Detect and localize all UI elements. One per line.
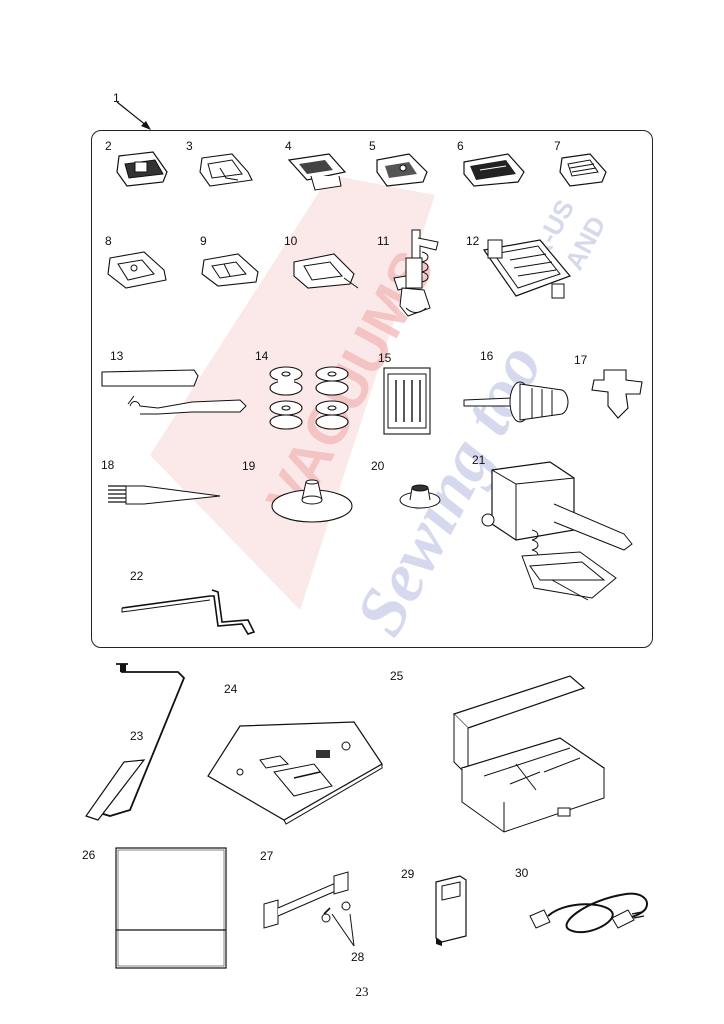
label-28: 28 (351, 950, 365, 964)
spool-felt-icon (271, 479, 353, 523)
label-29: 29 (401, 867, 415, 881)
screwdriver-disc-icon (591, 369, 643, 419)
callout-arrow-icon (116, 101, 151, 130)
buttonhole-foot-icon (482, 239, 572, 299)
label-11: 11 (377, 234, 390, 248)
label-17: 17 (574, 353, 588, 367)
label-30: 30 (515, 866, 529, 880)
quilting-guide-icon (121, 589, 256, 635)
presser-foot-6-icon (463, 153, 525, 187)
label-8: 8 (105, 234, 112, 248)
label-24: 24 (224, 682, 238, 696)
needle-plate-icon (207, 721, 383, 825)
label-4: 4 (285, 139, 292, 153)
screwdriver-icon (463, 381, 569, 423)
presser-foot-10-icon (293, 253, 359, 289)
label-10: 10 (284, 234, 298, 248)
label-13: 13 (110, 349, 124, 363)
label-26: 26 (82, 848, 96, 862)
walking-foot-icon (393, 229, 439, 317)
spool-cap-icon (399, 484, 441, 509)
presser-foot-3-icon (199, 153, 253, 187)
label-3: 3 (186, 139, 193, 153)
needle-pack-icon (383, 367, 431, 435)
lint-brush-icon (108, 485, 221, 505)
label-27: 27 (260, 849, 274, 863)
presser-foot-8-icon (107, 251, 167, 289)
bed-extension-bracket-icon (263, 871, 351, 929)
presser-foot-4-icon (287, 153, 347, 191)
spool-pin-holder-icon (435, 875, 467, 946)
label-19: 19 (242, 459, 256, 473)
label-5: 5 (369, 139, 376, 153)
presser-foot-5-icon (376, 153, 428, 187)
label-21: 21 (472, 453, 486, 467)
seam-ripper-icon (101, 369, 247, 415)
label-15: 15 (378, 351, 392, 365)
callout-28-lines-icon (331, 913, 355, 947)
label-14: 14 (255, 349, 269, 363)
label-25: 25 (390, 669, 404, 683)
label-7: 7 (554, 139, 561, 153)
label-20: 20 (371, 459, 385, 473)
presser-foot-2-icon (116, 151, 168, 187)
accessory-box-icon (452, 675, 606, 833)
label-22: 22 (130, 569, 144, 583)
label-16: 16 (480, 349, 494, 363)
presser-foot-7-icon (559, 153, 607, 187)
page-number: 23 (355, 984, 369, 999)
knee-lifter-icon (85, 663, 186, 821)
presser-foot-9-icon (201, 253, 259, 287)
standard-accessories-frame (91, 130, 653, 648)
dust-cover-icon (115, 847, 227, 969)
bobbins-icon (269, 366, 349, 430)
label-9: 9 (200, 234, 207, 248)
even-feed-foot-icon (481, 461, 633, 601)
label-1: 1 (113, 91, 120, 105)
label-23: 23 (130, 729, 144, 743)
label-12: 12 (466, 234, 480, 248)
label-18: 18 (101, 458, 115, 472)
label-6: 6 (457, 139, 464, 153)
power-cord-icon (529, 892, 648, 934)
label-2: 2 (105, 139, 112, 153)
